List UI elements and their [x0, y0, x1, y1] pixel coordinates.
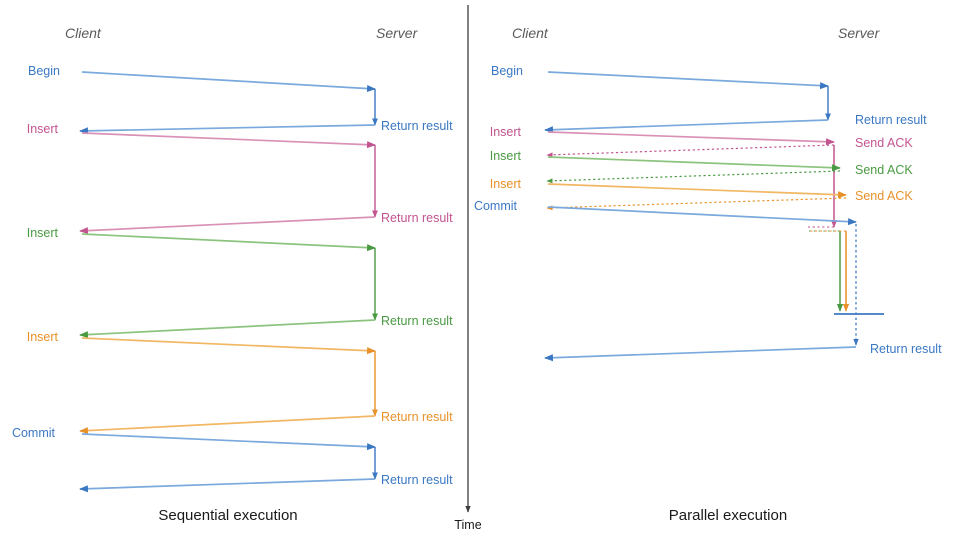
request-arrow-commit	[547, 206, 857, 226]
ack-arrow-insert-3	[546, 197, 847, 211]
panel-caption-sequential: Sequential execution	[158, 507, 297, 524]
request-arrow-insert-3	[547, 183, 847, 199]
server-message-label-parallel-3: Send ACK	[855, 189, 913, 203]
response-arrow-insert-3	[79, 415, 376, 435]
client-message-label-sequential-1: Insert	[27, 122, 59, 136]
server-message-label-parallel-2: Send ACK	[855, 163, 913, 177]
ack-arrow-insert-2	[546, 170, 841, 184]
server-message-label-parallel-0: Return result	[855, 113, 927, 127]
client-message-label-parallel-0: Begin	[491, 64, 523, 78]
request-arrow-begin	[547, 71, 829, 90]
client-message-label-sequential-4: Commit	[12, 426, 56, 440]
response-arrow-begin	[544, 119, 829, 134]
lane-header-client-sequential: Client	[65, 25, 102, 41]
panel-caption-parallel: Parallel execution	[669, 507, 787, 524]
request-arrow-insert-2	[547, 156, 841, 172]
server-message-label-parallel-4: Return result	[870, 342, 942, 356]
client-message-label-parallel-2: Insert	[490, 149, 522, 163]
response-arrow-insert-2	[79, 319, 376, 339]
server-message-label-parallel-1: Send ACK	[855, 136, 913, 150]
client-message-label-parallel-1: Insert	[490, 125, 522, 139]
response-arrow-insert-1	[79, 216, 376, 235]
request-arrow-begin	[81, 71, 376, 93]
server-message-label-sequential-0: Return result	[381, 119, 453, 133]
lane-header-server-sequential: Server	[376, 25, 419, 41]
request-arrow-insert-1	[547, 131, 835, 146]
request-arrow-insert-2	[81, 233, 376, 252]
response-arrow-commit	[79, 478, 376, 493]
lane-header-server-parallel: Server	[838, 25, 881, 41]
lane-header-client-parallel: Client	[512, 25, 549, 41]
client-message-label-sequential-3: Insert	[27, 330, 59, 344]
request-arrow-insert-1	[81, 132, 376, 149]
request-arrow-insert-3	[81, 337, 376, 355]
request-arrow-commit	[81, 433, 376, 451]
server-message-label-sequential-1: Return result	[381, 211, 453, 225]
response-arrow-begin	[79, 124, 376, 135]
server-message-label-sequential-4: Return result	[381, 473, 453, 487]
response-arrow-commit	[544, 346, 857, 362]
client-message-label-parallel-3: Insert	[490, 177, 522, 191]
time-axis-layer: Time	[454, 5, 482, 532]
client-message-label-sequential-2: Insert	[27, 226, 59, 240]
client-message-label-parallel-4: Commit	[474, 199, 518, 213]
ack-arrow-insert-1	[546, 144, 835, 158]
client-message-label-sequential-0: Begin	[28, 64, 60, 78]
server-message-label-sequential-3: Return result	[381, 410, 453, 424]
time-axis-label: Time	[454, 518, 481, 532]
server-message-label-sequential-2: Return result	[381, 314, 453, 328]
